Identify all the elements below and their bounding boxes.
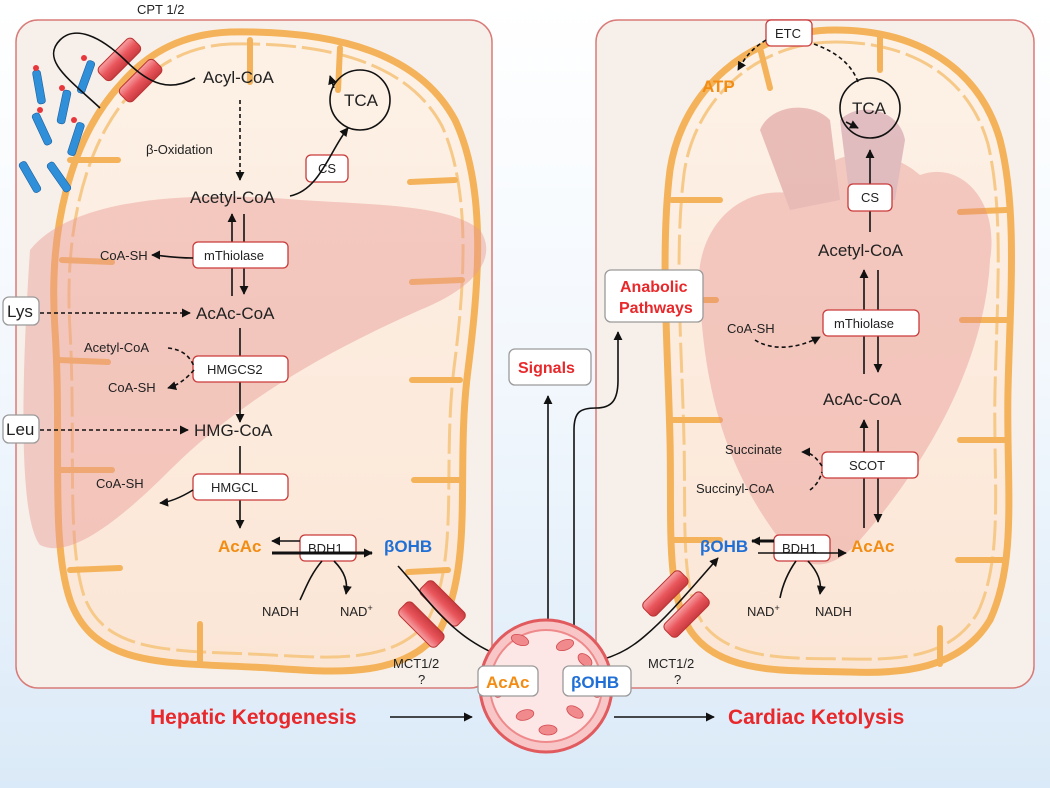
cpt-label: CPT 1/2 [137, 2, 184, 17]
beta-oxidation-label: β-Oxidation [146, 142, 213, 157]
coash-label-right: CoA-SH [727, 321, 775, 336]
fatty-acid-molecules [18, 55, 96, 193]
hmgcl-label: HMGCL [211, 480, 258, 495]
lys-box [2, 296, 40, 326]
mct-transporter-left [398, 580, 466, 648]
mct-label-left: MCT1/2 [393, 656, 439, 671]
mct-label-right: MCT1/2 [648, 656, 694, 671]
cs-box-left [305, 154, 349, 183]
nadh-left: NADH [262, 604, 299, 619]
mthiolase-box-right [822, 309, 920, 337]
bohb-center-box [562, 665, 632, 697]
anabolic-line2: Pathways [619, 300, 693, 317]
nadh-right: NADH [815, 604, 852, 619]
tca-cycle-right [839, 77, 901, 139]
cs-label-right: CS [861, 190, 879, 205]
hepatic-ketogenesis-title: Hepatic Ketogenesis [150, 706, 357, 729]
anabolic-pathways-box [604, 269, 704, 323]
hmgcl-box [192, 473, 289, 501]
acac-center: AcAc [486, 673, 529, 692]
acac-right: AcAc [851, 537, 894, 556]
nad-left: NAD+ [340, 603, 373, 619]
acac-center-box [477, 665, 539, 697]
cs-box-right [847, 183, 893, 212]
cpt-transporter [97, 37, 163, 103]
fatty-acid-import-line [52, 32, 196, 109]
hmgcs2-label: HMGCS2 [207, 362, 263, 377]
acetyl-coa-left: Acetyl-CoA [190, 188, 276, 207]
etc-label: ETC [775, 26, 801, 41]
bdh1-box-right [773, 534, 831, 562]
cardiac-ketolysis-title: Cardiac Ketolysis [728, 706, 904, 729]
signals-label: Signals [518, 360, 575, 377]
succinyl-coa-label: Succinyl-CoA [696, 481, 774, 496]
mthiolase-box-left [192, 241, 289, 269]
acac-coa-right: AcAc-CoA [823, 390, 902, 409]
acac-coa-left: AcAc-CoA [196, 304, 275, 323]
tca-label-right: TCA [852, 99, 887, 118]
hmg-coa-label: HMG-CoA [194, 421, 273, 440]
bohb-right: βOHB [700, 537, 748, 556]
tca-cycle-left [329, 69, 391, 131]
bohb-center: βOHB [571, 673, 619, 692]
acetyl-to-tca-arrow [289, 127, 349, 197]
tca-to-etc-arrow [813, 43, 859, 83]
signals-box [508, 348, 592, 386]
nad-right: NAD+ [747, 603, 780, 619]
mct-q-right: ? [674, 672, 681, 687]
lys-label: Lys [7, 302, 33, 321]
hmgcs2-box [192, 355, 289, 383]
acyl-coa-label: Acyl-CoA [203, 68, 275, 87]
heart-mitochondrion [661, 26, 1015, 676]
coash-label-2: CoA-SH [108, 380, 156, 395]
bohb-left: βOHB [384, 537, 432, 556]
liver-mitochondrion [50, 28, 482, 675]
acetyl-coa-right: Acetyl-CoA [818, 241, 904, 260]
atp-label: ATP [702, 77, 735, 96]
coash-label-1: CoA-SH [100, 248, 148, 263]
anabolic-arrow [573, 331, 623, 660]
scot-label: SCOT [849, 458, 885, 473]
coash-label-3: CoA-SH [96, 476, 144, 491]
succinate-label: Succinate [725, 442, 782, 457]
mct-q-left: ? [418, 672, 425, 687]
tca-label-left: TCA [344, 91, 379, 110]
cs-label-left: CS [318, 161, 336, 176]
acac-left: AcAc [218, 537, 261, 556]
mthiolase-label-right: mThiolase [834, 316, 894, 331]
anabolic-line1: Anabolic [620, 279, 688, 296]
leu-box [2, 414, 40, 444]
mct-transporter-right [642, 570, 710, 638]
mthiolase-label-left: mThiolase [204, 248, 264, 263]
acetyl-coa-small: Acetyl-CoA [84, 340, 149, 355]
etc-box [765, 19, 813, 47]
leu-label: Leu [6, 420, 34, 439]
